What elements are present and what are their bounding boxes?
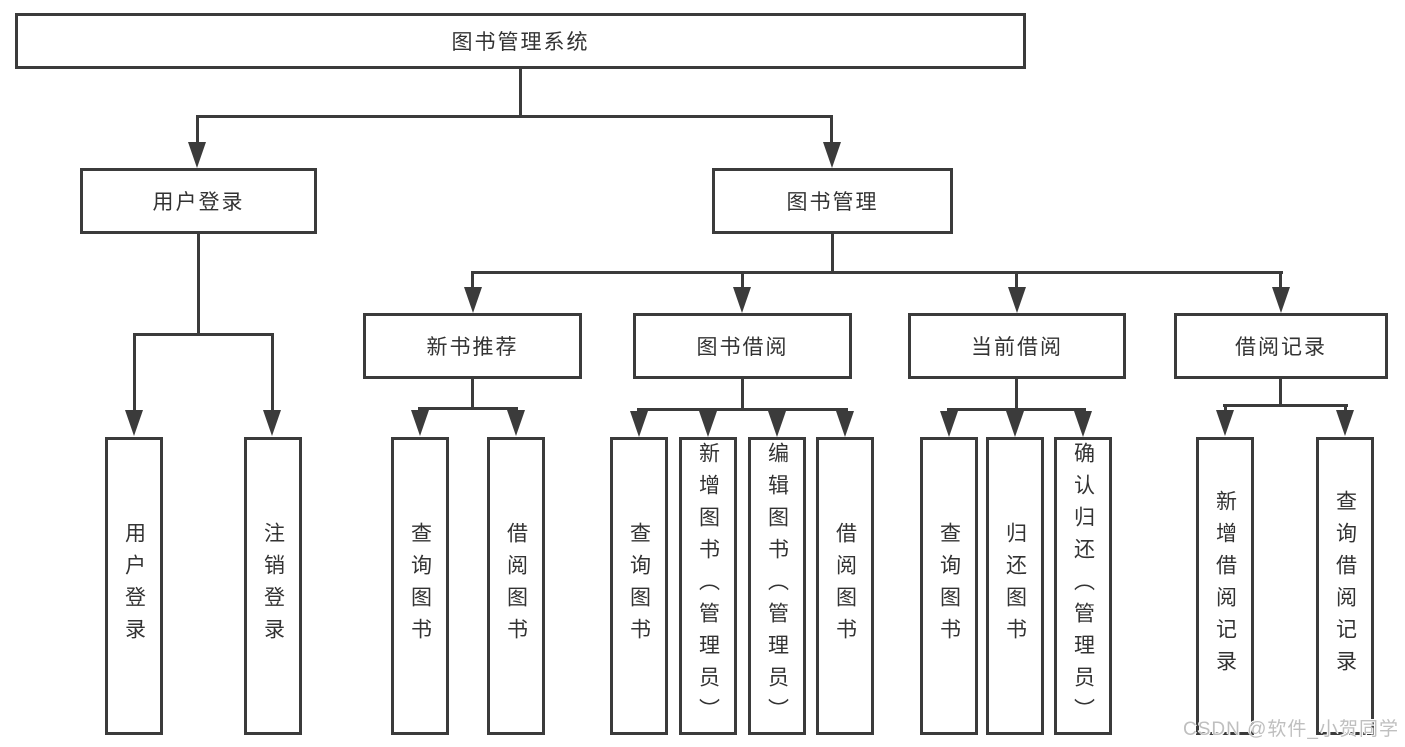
arrow-down-icon: [464, 287, 482, 313]
leaf-user-login: 用户登录: [105, 437, 163, 735]
arrow-down-icon: [188, 142, 206, 168]
arrow-down-icon: [1006, 411, 1024, 437]
leaf-query-books-borrowing: 查询图书: [610, 437, 668, 735]
leaf-confirm-return-admin: 确认归还（管理员）: [1054, 437, 1112, 735]
node-label: 借阅图书: [504, 522, 528, 650]
arrow-down-icon: [507, 410, 525, 436]
connector-rail: [947, 408, 1086, 411]
arrow-down-icon: [411, 410, 429, 436]
node-label: 图书借阅: [696, 336, 789, 359]
connector-stem: [471, 379, 474, 409]
connector-drop: [741, 274, 744, 287]
node-label: 用户登录: [152, 191, 245, 214]
node-current-borrowing: 当前借阅: [908, 313, 1126, 379]
node-label: 确认归还（管理员）: [1071, 442, 1095, 730]
connector-root-rail: [196, 115, 833, 118]
arrow-down-icon: [1336, 410, 1354, 436]
arrow-down-icon: [940, 411, 958, 437]
connector-rail: [471, 271, 1283, 274]
node-label: 查询图书: [937, 522, 961, 650]
node-label: 归还图书: [1003, 522, 1027, 650]
node-label: 查询借阅记录: [1333, 490, 1357, 682]
node-library-system: 图书管理系统: [15, 13, 1026, 69]
connector-drop: [1224, 407, 1227, 411]
node-label: 借阅记录: [1235, 336, 1327, 359]
connector-stem: [1015, 379, 1018, 410]
node-new-book-recommend: 新书推荐: [363, 313, 582, 379]
leaf-edit-books-admin: 编辑图书（管理员）: [748, 437, 806, 735]
node-borrowing-records: 借阅记录: [1174, 313, 1388, 379]
leaf-borrow-books: 借阅图书: [816, 437, 874, 735]
connector-drop: [1279, 274, 1282, 287]
node-label: 当前借阅: [971, 336, 1063, 359]
node-book-management: 图书管理: [712, 168, 953, 234]
connector-stem: [197, 234, 200, 335]
node-label: 用户登录: [122, 522, 146, 650]
connector-drop: [830, 115, 833, 142]
leaf-query-books-current: 查询图书: [920, 437, 978, 735]
connector-drop: [133, 333, 136, 410]
connector-root-stem: [519, 69, 522, 116]
node-label: 注销登录: [261, 522, 285, 650]
node-book-borrowing: 图书借阅: [633, 313, 852, 379]
connector-stem: [831, 234, 834, 274]
arrow-down-icon: [125, 410, 143, 436]
connector-drop: [271, 333, 274, 410]
node-label: 新书推荐: [426, 336, 519, 359]
node-label: 查询图书: [627, 522, 651, 650]
node-label: 新增图书（管理员）: [696, 442, 720, 730]
connector-drop: [196, 115, 199, 142]
node-label: 查询图书: [408, 522, 432, 650]
connector-drop: [1015, 274, 1018, 287]
leaf-logout: 注销登录: [244, 437, 302, 735]
arrow-down-icon: [263, 410, 281, 436]
connector-stem: [741, 379, 744, 410]
connector-rail: [637, 408, 848, 411]
leaf-add-books-admin: 新增图书（管理员）: [679, 437, 737, 735]
leaf-return-books: 归还图书: [986, 437, 1044, 735]
leaf-borrow-books-recommend: 借阅图书: [487, 437, 545, 735]
leaf-add-borrow-record: 新增借阅记录: [1196, 437, 1254, 735]
arrow-down-icon: [836, 411, 854, 437]
connector-drop: [1344, 407, 1347, 411]
arrow-down-icon: [699, 411, 717, 437]
node-label: 图书管理: [786, 191, 879, 214]
node-label: 图书管理系统: [451, 31, 590, 54]
node-label: 借阅图书: [833, 522, 857, 650]
node-label: 编辑图书（管理员）: [765, 442, 789, 730]
connector-stem: [1279, 379, 1282, 406]
connector-rail: [133, 333, 274, 336]
leaf-query-books-recommend: 查询图书: [391, 437, 449, 735]
arrow-down-icon: [733, 287, 751, 313]
connector-rail: [418, 407, 518, 410]
arrow-down-icon: [1216, 410, 1234, 436]
arrow-down-icon: [823, 142, 841, 168]
node-label: 新增借阅记录: [1213, 490, 1237, 682]
csdn-watermark: CSDN @软件_小贺同学: [1183, 719, 1399, 740]
connector-rail: [1223, 404, 1348, 407]
arrow-down-icon: [768, 411, 786, 437]
arrow-down-icon: [1074, 411, 1092, 437]
connector-drop: [471, 274, 474, 287]
arrow-down-icon: [1008, 287, 1026, 313]
arrow-down-icon: [630, 411, 648, 437]
node-user-login: 用户登录: [80, 168, 317, 234]
arrow-down-icon: [1272, 287, 1290, 313]
leaf-query-borrow-record: 查询借阅记录: [1316, 437, 1374, 735]
